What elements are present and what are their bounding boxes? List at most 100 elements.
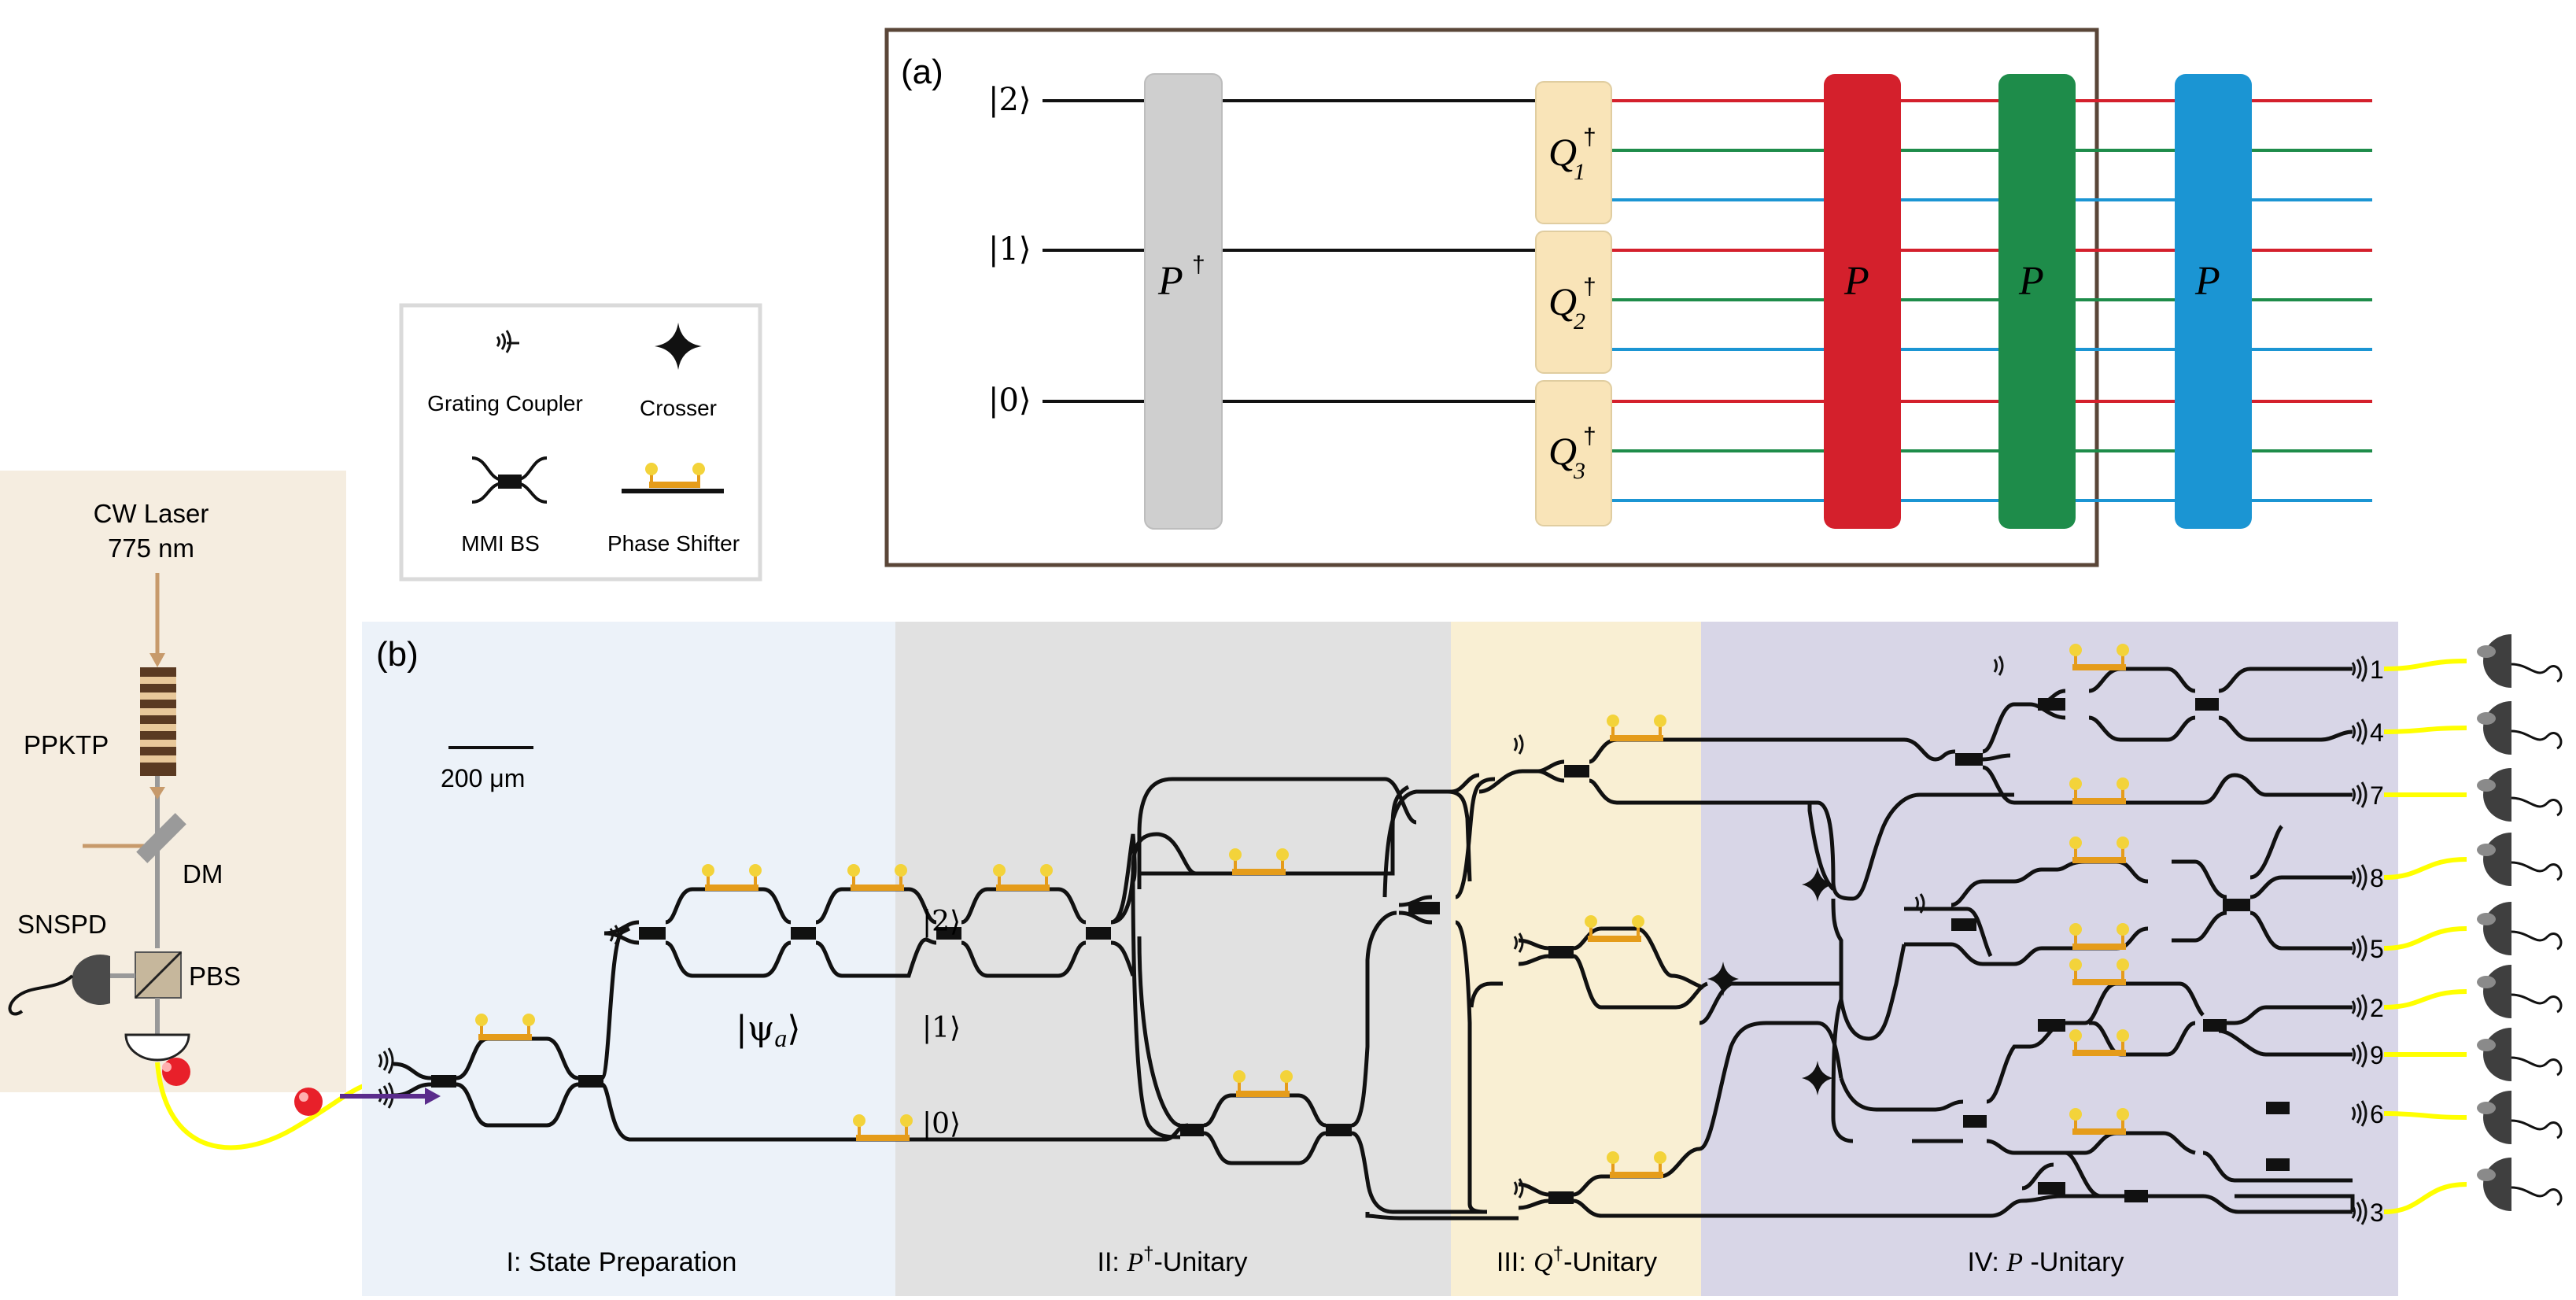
crosser-icon (655, 323, 702, 370)
ket-2-label: |2⟩ (922, 906, 961, 938)
input-ket-1: |1⟩ (988, 231, 1032, 268)
phase-shifter-icon (2069, 777, 2129, 804)
detector-cable (2511, 1056, 2563, 1077)
snspd-label: SNSPD (17, 910, 107, 939)
photon-icon-1 (162, 1058, 190, 1086)
ket-0-label: |0⟩ (922, 1108, 961, 1140)
grating-coupler-icon (2351, 781, 2367, 808)
output-label-5: 5 (2370, 935, 2384, 963)
ket-1-label: |1⟩ (922, 1012, 961, 1044)
p-dagger-gate (1144, 73, 1223, 530)
detector-icon (2483, 902, 2511, 955)
p-gate-green (1998, 74, 2076, 529)
phase-shifter-icon (1585, 915, 1644, 942)
detector-cable (2511, 1186, 2563, 1206)
legend: Grating Coupler Crosser MMI BS Phase Shi… (399, 303, 762, 582)
pbs-label: PBS (189, 962, 241, 991)
output-port-2: 2 (2351, 965, 2563, 1022)
panel-a-frame (884, 28, 2099, 567)
crosser-icon (1802, 867, 1833, 902)
output-port-5: 5 (2351, 902, 2563, 963)
output-port-6: 6 (2351, 1091, 2563, 1144)
section-label-p-unitary: IV: P -Unitary (1967, 1247, 2124, 1277)
panel-a-label: (a) (901, 53, 943, 91)
output-fiber (2383, 989, 2467, 1010)
dichroic-mirror (136, 813, 186, 863)
p-gate-blue (2175, 74, 2252, 529)
detector-cable (2511, 1119, 2563, 1139)
detector-cable (2511, 930, 2563, 951)
detector-cable (2511, 663, 2563, 683)
source-panel: CW Laser 775 nm PPKTP DM PBS SNSPD (0, 471, 386, 1150)
detector-cable (2511, 861, 2563, 881)
pbs-diagonal (134, 951, 183, 999)
output-label-9: 9 (2370, 1041, 2384, 1069)
pump-arrow-icon (149, 653, 165, 667)
output-port-4: 4 (2351, 701, 2563, 755)
detector-icon (2483, 1158, 2511, 1211)
input-wires (1043, 99, 1538, 403)
psi-a-label: |ψa⟩ (736, 1009, 801, 1052)
q3-sub: 3 (1573, 458, 1585, 484)
output-fiber (2383, 857, 2467, 880)
detector-icon (2483, 1028, 2511, 1081)
output-label-1: 1 (2370, 656, 2384, 684)
input-ket-0: |0⟩ (988, 382, 1032, 419)
grating-coupler-icon (2351, 656, 2367, 682)
phase-shifter-icon (1607, 1151, 1666, 1178)
output-fiber (2383, 659, 2467, 671)
panel-a: (a) |2⟩ |1⟩ |0⟩ P † Q 1 † Q 2 † Q 3 † (884, 28, 2372, 567)
q1-sup: † (1583, 124, 1596, 150)
laser-label-line1: CW Laser (94, 499, 209, 528)
grating-coupler-icon (2351, 935, 2367, 962)
p-gate-red-label: P (1843, 259, 1869, 304)
optical-fiber (155, 1062, 386, 1150)
detector-cable (2511, 729, 2563, 750)
grating-coupler-icon (2351, 1198, 2367, 1225)
photon-icon-2 (294, 1088, 323, 1116)
p-dagger-sup: † (1192, 252, 1205, 278)
mmi-bs-icon (471, 456, 548, 504)
grating-coupler-icon (2351, 1041, 2367, 1068)
output-fiber (2383, 926, 2467, 951)
phase-shifter-icon (1233, 1070, 1293, 1097)
output-fiber (2383, 1182, 2467, 1214)
output-label-8: 8 (2370, 864, 2384, 892)
output-port-8: 8 (2351, 833, 2563, 892)
output-port-7: 7 (2351, 768, 2563, 822)
p-gate-red (1824, 74, 1901, 529)
detector-icon (2483, 1091, 2511, 1144)
output-port-1: 1 (2351, 634, 2563, 688)
q-blocks: Q 1 † Q 2 † Q 3 † (1535, 81, 1612, 526)
output-label-2: 2 (2370, 994, 2384, 1022)
legend-grating-coupler: Grating Coupler (427, 391, 583, 415)
crosser-icons (1707, 867, 1833, 1095)
detector-icon (2483, 634, 2511, 688)
q2-label: Q (1548, 279, 1577, 323)
section-label-q-dagger: III: Q†-Unitary (1497, 1243, 1657, 1277)
phase-shifter-icon (622, 463, 724, 493)
q1-label: Q (1548, 130, 1577, 174)
section-p-dagger-bg (895, 622, 1451, 1296)
legend-mmi-bs: MMI BS (461, 531, 540, 556)
output-fiber (2383, 726, 2467, 734)
output-label-6: 6 (2370, 1100, 2384, 1128)
scale-bar-label: 200 μm (441, 764, 525, 792)
legend-box (399, 303, 762, 582)
output-fiber (2383, 1111, 2467, 1120)
phase-shifter-icon (702, 864, 762, 891)
phase-shifter-icon (2069, 1108, 2129, 1135)
q2-gate (1535, 231, 1612, 374)
q3-sup: † (1583, 423, 1596, 449)
legend-crosser: Crosser (640, 396, 717, 420)
coupling-lens (124, 1033, 190, 1062)
output-label-7: 7 (2370, 781, 2384, 810)
phase-shifter-icon (2069, 923, 2129, 950)
crosser-icon (1802, 1061, 1833, 1095)
detector-icon (2483, 768, 2511, 822)
output-port-9: 9 (2351, 1028, 2563, 1081)
phase-shifter-icon (1607, 715, 1666, 741)
ppktp-stripes (140, 677, 176, 763)
detector-cable (2511, 993, 2563, 1014)
